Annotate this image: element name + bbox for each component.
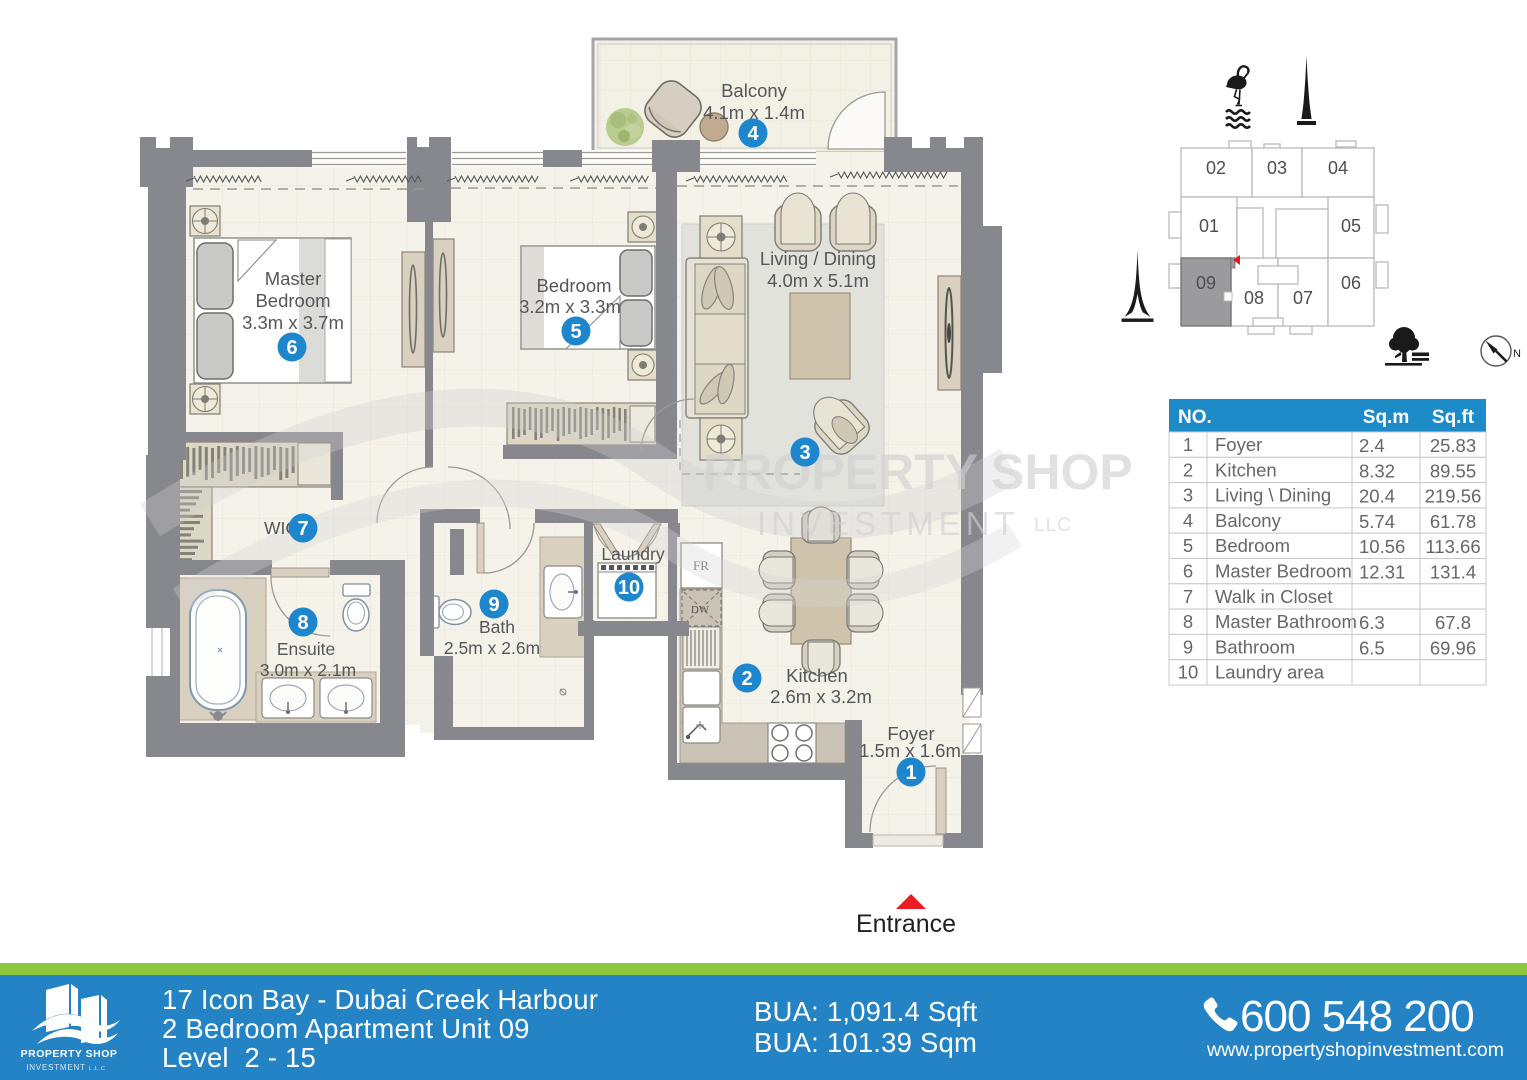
svg-text:2.6m x 3.2m: 2.6m x 3.2m (770, 686, 872, 707)
svg-text:PROPERTY SHOP: PROPERTY SHOP (21, 1048, 118, 1060)
svg-text:25.83: 25.83 (1430, 435, 1476, 456)
svg-text:Bedroom: Bedroom (1215, 535, 1290, 556)
svg-text:08: 08 (1244, 288, 1264, 308)
svg-text:9: 9 (1183, 636, 1193, 657)
svg-text:Balcony: Balcony (721, 80, 788, 101)
svg-text:61.78: 61.78 (1430, 511, 1476, 532)
svg-text:www.propertyshopinvestment.com: www.propertyshopinvestment.com (1206, 1039, 1504, 1061)
svg-text:7: 7 (297, 518, 308, 540)
svg-text:01: 01 (1199, 216, 1219, 236)
svg-text:6.5: 6.5 (1359, 637, 1385, 658)
svg-text:Bath: Bath (479, 617, 515, 637)
svg-text:67.8: 67.8 (1435, 612, 1471, 633)
svg-text:9: 9 (488, 594, 499, 616)
svg-text:131.4: 131.4 (1430, 562, 1476, 583)
svg-text:2: 2 (741, 668, 752, 690)
svg-text:NO.: NO. (1178, 407, 1212, 428)
svg-text:8: 8 (297, 612, 308, 634)
svg-text:Living \ Dining: Living \ Dining (1215, 485, 1331, 506)
svg-text:6: 6 (1183, 561, 1193, 582)
svg-text:5.74: 5.74 (1359, 511, 1395, 532)
svg-text:07: 07 (1293, 288, 1313, 308)
svg-text:Bathroom: Bathroom (1215, 636, 1295, 657)
svg-text:10: 10 (618, 577, 640, 599)
svg-text:Laundry: Laundry (601, 544, 664, 564)
svg-text:3.2m x 3.3m: 3.2m x 3.3m (519, 296, 621, 317)
svg-text:3: 3 (1183, 485, 1193, 506)
svg-text:69.96: 69.96 (1430, 637, 1476, 658)
svg-text:Kitchen: Kitchen (1215, 459, 1277, 480)
svg-text:Bedroom: Bedroom (536, 275, 611, 296)
svg-text:Ensuite: Ensuite (277, 639, 335, 659)
svg-text:DW: DW (691, 604, 710, 616)
svg-text:BUA: 1,091.4 Sqft: BUA: 1,091.4 Sqft (754, 996, 978, 1027)
svg-text:Walk in Closet: Walk in Closet (1215, 586, 1333, 607)
svg-text:6: 6 (286, 337, 297, 359)
svg-text:219.56: 219.56 (1425, 486, 1482, 507)
svg-text:20.4: 20.4 (1359, 486, 1395, 507)
svg-text:INVESTMENT L.L.C: INVESTMENT L.L.C (26, 1063, 106, 1072)
svg-text:113.66: 113.66 (1425, 536, 1480, 557)
svg-text:INVESTMENT: INVESTMENT (757, 505, 1020, 542)
svg-text:4.0m x 5.1m: 4.0m x 5.1m (767, 270, 869, 291)
svg-text:BUA: 101.39 Sqm: BUA: 101.39 Sqm (754, 1027, 977, 1058)
svg-text:4: 4 (747, 123, 759, 145)
svg-text:Sq.m: Sq.m (1363, 407, 1409, 428)
svg-text:8.32: 8.32 (1359, 460, 1395, 481)
svg-text:10.56: 10.56 (1359, 536, 1405, 557)
svg-text:Master Bedroom: Master Bedroom (1215, 561, 1352, 582)
svg-text:Living / Dining: Living / Dining (760, 248, 876, 269)
svg-text:Master Bathroom: Master Bathroom (1215, 611, 1357, 632)
svg-text:2 Bedroom Apartment Unit 09: 2 Bedroom Apartment Unit 09 (162, 1013, 530, 1044)
svg-text:89.55: 89.55 (1430, 460, 1476, 481)
svg-text:3.3m x 3.7m: 3.3m x 3.7m (242, 312, 344, 333)
svg-text:02: 02 (1206, 158, 1226, 178)
svg-text:4.1m x 1.4m: 4.1m x 1.4m (703, 102, 805, 123)
svg-text:6.3: 6.3 (1359, 612, 1385, 633)
svg-text:N: N (1513, 348, 1521, 360)
svg-text:3.0m x 2.1m: 3.0m x 2.1m (260, 660, 356, 680)
svg-text:10: 10 (1178, 662, 1199, 683)
svg-text:03: 03 (1267, 158, 1287, 178)
svg-text:2.4: 2.4 (1359, 435, 1385, 456)
svg-text:1: 1 (1183, 434, 1193, 455)
svg-text:4: 4 (1183, 510, 1193, 531)
svg-text:Master: Master (265, 268, 322, 289)
svg-text:5: 5 (1183, 535, 1193, 556)
svg-text:7: 7 (1183, 586, 1193, 607)
svg-text:Foyer: Foyer (887, 723, 934, 744)
svg-text:Sq.ft: Sq.ft (1432, 407, 1475, 428)
svg-text:04: 04 (1328, 158, 1348, 178)
svg-text:2.5m x 2.6m: 2.5m x 2.6m (444, 638, 540, 658)
svg-text:Foyer: Foyer (1215, 434, 1262, 455)
svg-text:Bedroom: Bedroom (255, 290, 330, 311)
svg-text:600 548 200: 600 548 200 (1240, 992, 1474, 1041)
svg-text:FR: FR (693, 558, 709, 573)
svg-text:2: 2 (1183, 459, 1193, 480)
svg-text:8: 8 (1183, 611, 1193, 632)
svg-text:LLC: LLC (1034, 515, 1072, 536)
svg-text:Laundry area: Laundry area (1215, 662, 1325, 683)
svg-text:09: 09 (1196, 273, 1216, 293)
svg-text:05: 05 (1341, 216, 1361, 236)
svg-text:3: 3 (799, 442, 810, 464)
svg-text:06: 06 (1341, 273, 1361, 293)
svg-text:Balcony: Balcony (1215, 510, 1282, 531)
svg-text:5: 5 (570, 321, 581, 343)
svg-text:1.5m x 1.6m: 1.5m x 1.6m (859, 740, 961, 761)
svg-text:Kitchen: Kitchen (786, 665, 848, 686)
svg-text:PROPERTY SHOP: PROPERTY SHOP (703, 444, 1133, 500)
svg-text:1: 1 (905, 762, 916, 784)
svg-text:17 Icon Bay - Dubai Creek Harb: 17 Icon Bay - Dubai Creek Harbour (162, 984, 598, 1015)
svg-text:12.31: 12.31 (1359, 562, 1405, 583)
svg-text:Entrance: Entrance (856, 910, 956, 938)
svg-text:Level 2 - 15: Level 2 - 15 (162, 1042, 316, 1073)
